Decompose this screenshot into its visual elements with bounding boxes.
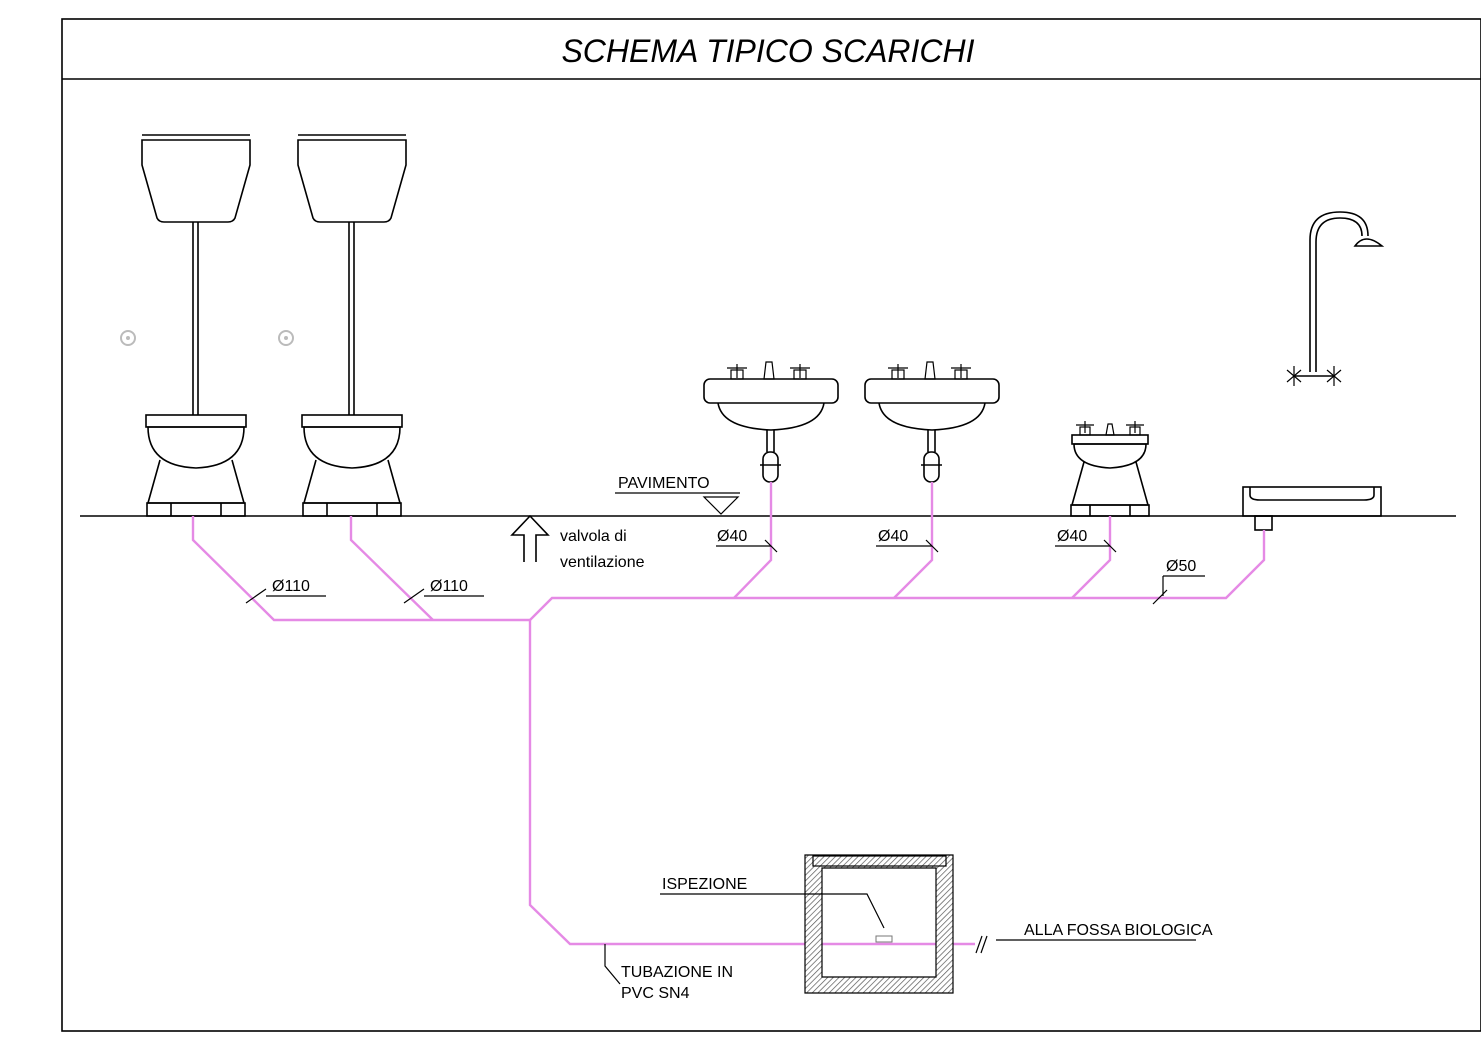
- drain-pipes: [191, 482, 1266, 946]
- sink2-diameter-label: Ø40: [878, 528, 908, 545]
- washbasin-2: [864, 361, 1000, 483]
- wc1-diameter-label: Ø110: [272, 578, 310, 595]
- pipe-break-symbol: [975, 935, 1196, 954]
- pipe-material-line2: PVC SN4: [621, 985, 690, 1002]
- vent-label-line1: valvola di: [560, 528, 627, 545]
- destination-label: ALLA FOSSA BIOLOGICA: [1024, 922, 1213, 939]
- floor-level-marker: [615, 492, 740, 515]
- inspection-label: ISPEZIONE: [662, 876, 747, 893]
- drawing-title: SCHEMA TIPICO SCARICHI: [561, 33, 974, 69]
- inspection-manhole: [804, 854, 954, 994]
- diameter-leaders: [245, 539, 1205, 605]
- shower: [1242, 211, 1385, 531]
- pipe-material-line1: TUBAZIONE IN: [621, 964, 733, 981]
- inspection-leader: [660, 893, 885, 929]
- vent-valve-arrow: [510, 514, 550, 562]
- wc-1: [120, 134, 251, 517]
- vent-label-line2: ventilazione: [560, 554, 645, 571]
- bidet-diameter-label: Ø40: [1057, 528, 1087, 545]
- drawing-frame: [61, 18, 1481, 1032]
- bidet: [1070, 421, 1150, 517]
- floor-label: PAVIMENTO: [618, 475, 710, 492]
- wc2-diameter-label: Ø110: [430, 578, 468, 595]
- sink1-diameter-label: Ø40: [717, 528, 747, 545]
- wc-2: [278, 134, 407, 517]
- pipe-material-leader: [604, 944, 621, 985]
- shower-diameter-label: Ø50: [1166, 558, 1196, 575]
- washbasin-1: [703, 361, 839, 483]
